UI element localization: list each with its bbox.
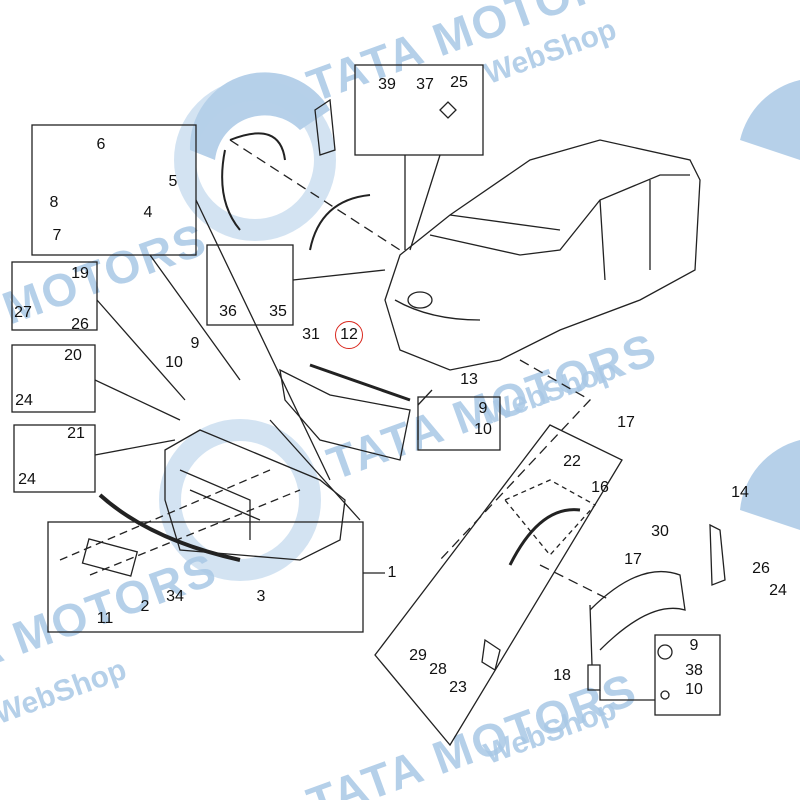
tata-logo-icon: [174, 79, 336, 241]
callout-24: 24: [18, 471, 36, 488]
callout-8: 8: [49, 194, 59, 211]
box-hood-hinge: [354, 64, 484, 156]
callout-9: 9: [689, 637, 699, 654]
callout-17: 17: [617, 414, 635, 431]
part-bracket-18: [587, 604, 601, 691]
box-9-38-10: [654, 634, 721, 716]
part-arch-17: [589, 571, 686, 651]
callout-37: 37: [416, 76, 434, 93]
part-nut-25: [439, 101, 457, 119]
callout-18: 18: [553, 667, 571, 684]
callout-34: 34: [166, 588, 184, 605]
callout-28: 28: [429, 661, 447, 678]
part-washer-9: [657, 644, 673, 660]
tata-logo-icon: [740, 440, 800, 530]
callout-10: 10: [474, 421, 492, 438]
callout-13: 13: [460, 371, 478, 388]
callout-26: 26: [71, 316, 89, 333]
box-bumper: [47, 521, 364, 633]
callout-14: 14: [731, 484, 749, 501]
box-19: [11, 261, 98, 331]
callout-10: 10: [165, 354, 183, 371]
callout-7: 7: [52, 227, 62, 244]
part-bracket-top: [314, 98, 336, 156]
box-16-22: [503, 479, 597, 556]
van-badge: [407, 291, 433, 309]
callout-12-highlighted[interactable]: 12: [335, 321, 363, 349]
callout-17: 17: [624, 551, 642, 568]
callout-24: 24: [769, 582, 787, 599]
callout-16: 16: [591, 479, 609, 496]
box-20: [11, 344, 96, 413]
callout-27: 27: [14, 304, 32, 321]
callout-9: 9: [478, 400, 488, 417]
van-doors: [599, 180, 651, 281]
part-fender-liner: [221, 132, 286, 231]
tata-logo-icon: [740, 80, 800, 160]
part-23: [481, 638, 501, 672]
callout-10: 10: [685, 681, 703, 698]
callout-39: 39: [378, 76, 396, 93]
part-front-bumper-1: [164, 429, 346, 561]
callout-1: 1: [387, 564, 397, 581]
callout-29: 29: [409, 647, 427, 664]
part-strip-12: [309, 363, 411, 402]
part-arch-trim: [309, 194, 371, 251]
callout-5: 5: [168, 173, 178, 190]
box-21: [13, 424, 96, 493]
part-arch-16: [508, 508, 581, 566]
van-grille: [394, 299, 481, 321]
callout-24: 24: [15, 392, 33, 409]
callout-35: 35: [269, 303, 287, 320]
callout-30: 30: [651, 523, 669, 540]
box-bracket: [31, 124, 197, 256]
callout-3: 3: [256, 588, 266, 605]
callout-9: 9: [190, 335, 200, 352]
part-bracket-14: [709, 523, 726, 586]
callout-31: 31: [302, 326, 320, 343]
tata-logo-icon: [159, 419, 321, 581]
callout-11: 11: [96, 610, 114, 627]
van-windshield: [429, 174, 690, 256]
callout-26: 26: [752, 560, 770, 577]
part-bumper-grille: [179, 469, 261, 540]
callout-6: 6: [96, 136, 106, 153]
callout-23: 23: [449, 679, 467, 696]
part-grille-34: [98, 493, 241, 562]
callout-22: 22: [563, 453, 581, 470]
part-plate-2: [81, 538, 139, 577]
van-body: [384, 139, 701, 371]
callout-19: 19: [71, 265, 89, 282]
callout-38: 38: [685, 662, 703, 679]
part-bolt-10: [660, 690, 670, 700]
box-wheel-arch: [374, 424, 623, 747]
callout-20: 20: [64, 347, 82, 364]
part-absorber-31: [279, 368, 411, 461]
callout-2: 2: [140, 598, 150, 615]
callout-25: 25: [450, 74, 468, 91]
box-35: [206, 244, 294, 326]
callout-36: 36: [219, 303, 237, 320]
callout-4: 4: [143, 204, 153, 221]
callout-21: 21: [67, 425, 85, 442]
